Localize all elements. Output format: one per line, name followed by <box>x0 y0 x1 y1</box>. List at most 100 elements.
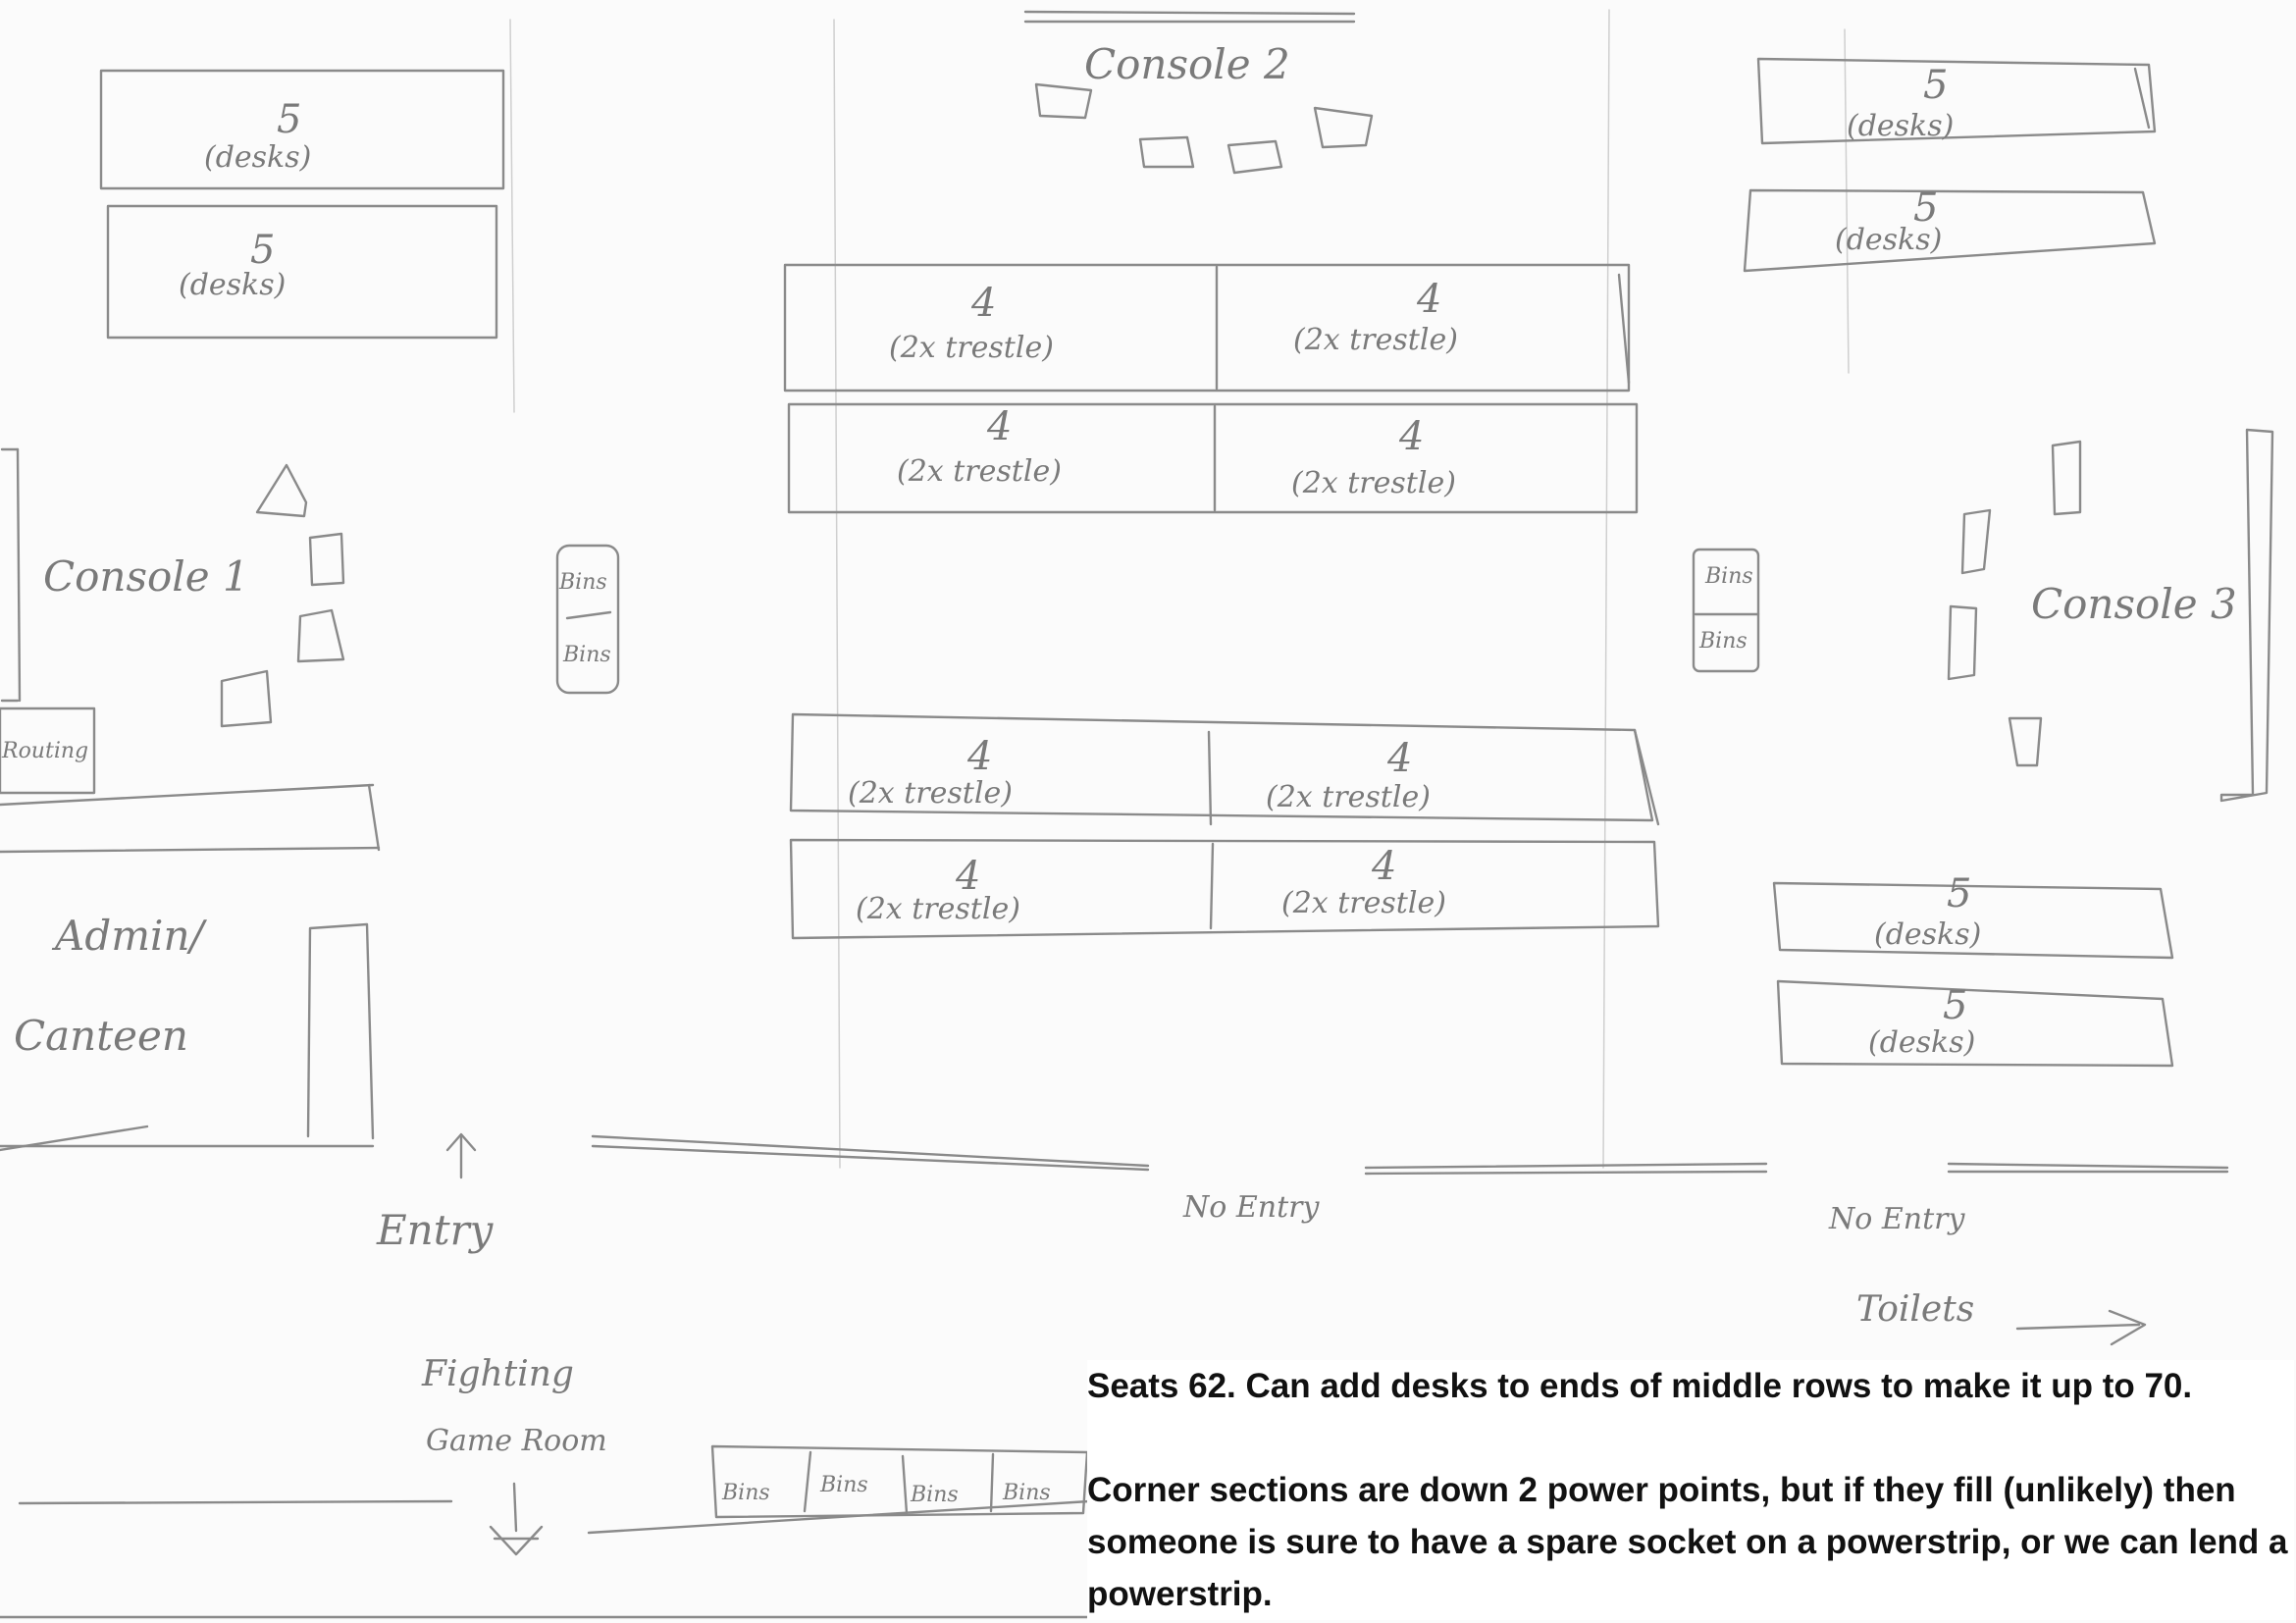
guide-line <box>509 19 515 413</box>
trestle-row <box>789 838 1660 940</box>
console-seat <box>255 463 308 518</box>
wall <box>0 846 381 854</box>
wall <box>1364 1162 1768 1170</box>
wall <box>2219 428 2274 803</box>
guide-line <box>1602 9 1610 1169</box>
svg-text:4: 4 <box>1398 414 1424 459</box>
svg-text:(2x trestle): (2x trestle) <box>1293 323 1458 357</box>
trestle-row <box>789 712 1654 822</box>
svg-text:Bins: Bins <box>562 643 611 667</box>
svg-text:Bins: Bins <box>721 1481 770 1505</box>
desk-block: 5 (desks) <box>106 204 498 340</box>
svg-text:(desks): (desks) <box>1874 917 1981 952</box>
console-seat <box>2051 440 2082 516</box>
console-seat <box>220 669 273 728</box>
trestle-block: 4 (2x trestle) <box>1291 414 1456 500</box>
svg-text:(desks): (desks) <box>1835 223 1942 257</box>
svg-text:(2x trestle): (2x trestle) <box>1266 780 1431 814</box>
trestle-row <box>787 402 1639 514</box>
admin-label: Admin/ <box>51 912 208 960</box>
svg-text:5: 5 <box>1947 871 1971 916</box>
wall <box>1947 1162 2229 1170</box>
trestle-row <box>783 263 1631 393</box>
desk-block: 5 (desks) <box>1772 871 2174 960</box>
svg-text:(2x trestle): (2x trestle) <box>1291 466 1456 500</box>
notes-panel: Seats 62. Can add desks to ends of middl… <box>1087 1360 2294 1620</box>
power-note: Corner sections are down 2 power points,… <box>1087 1471 2288 1613</box>
desk-block: 5 (desks) <box>1743 185 2157 273</box>
svg-text:(2x trestle): (2x trestle) <box>897 454 1062 489</box>
console-seat <box>2008 716 2043 767</box>
svg-text:5: 5 <box>277 97 301 142</box>
console-seat <box>1960 508 1992 575</box>
desk-block: 5 (desks) <box>1756 57 2157 145</box>
wall <box>16 447 22 703</box>
routing-label: Routing <box>1 739 88 763</box>
svg-text:Bins: Bins <box>1002 1481 1051 1505</box>
trestle-block: 4 (2x trestle) <box>848 734 1013 811</box>
no-entry-label: No Entry <box>1828 1202 1965 1236</box>
trestle-block: 4 (2x trestle) <box>856 854 1020 926</box>
console-1-label: Console 1 <box>43 552 249 601</box>
wall <box>0 783 375 807</box>
svg-text:4: 4 <box>986 404 1012 449</box>
desk-block: 5 (desks) <box>1776 979 2174 1068</box>
svg-text:Bins: Bins <box>910 1483 959 1507</box>
trestle-block: 4 (2x trestle) <box>1266 736 1431 814</box>
fighting-label: Fighting <box>421 1354 574 1394</box>
console-seat <box>1947 604 1978 681</box>
exit-arrow <box>512 1482 518 1533</box>
wall <box>591 1134 1150 1168</box>
routing-box <box>0 707 96 795</box>
bins-stack: Bins Bins <box>1692 548 1760 673</box>
svg-text:5: 5 <box>1943 983 1967 1028</box>
console-seat <box>1138 135 1195 169</box>
entry-arrow-head <box>445 1132 477 1152</box>
svg-text:Bins: Bins <box>1704 564 1753 589</box>
svg-text:(2x trestle): (2x trestle) <box>1281 886 1446 920</box>
wall <box>1023 10 1356 16</box>
canteen-label: Canteen <box>14 1012 188 1060</box>
guide-line <box>1844 28 1850 374</box>
guide-line <box>833 19 841 1169</box>
svg-text:(desks): (desks) <box>1847 109 1954 143</box>
svg-text:(desks): (desks) <box>1868 1025 1975 1060</box>
svg-text:4: 4 <box>955 854 980 899</box>
console-seat <box>296 608 345 663</box>
console-seat <box>308 532 345 587</box>
bins-stack: Bins Bins <box>555 544 620 695</box>
no-entry-label: No Entry <box>1182 1190 1320 1225</box>
toilets-label: Toilets <box>1856 1289 1974 1330</box>
svg-text:(2x trestle): (2x trestle) <box>856 892 1020 926</box>
svg-text:5: 5 <box>250 228 275 273</box>
svg-text:(desks): (desks) <box>204 140 311 175</box>
trestle-block: 4 (2x trestle) <box>1293 277 1458 357</box>
console-seat <box>1034 82 1093 120</box>
svg-text:Bins: Bins <box>819 1473 868 1497</box>
svg-text:Bins: Bins <box>558 570 607 595</box>
svg-text:4: 4 <box>1371 844 1396 889</box>
svg-text:5: 5 <box>1913 185 1938 231</box>
console-seat <box>1226 139 1283 175</box>
toilets-arrow <box>2015 1323 2141 1331</box>
seating-note: Seats 62. Can add desks to ends of middl… <box>1087 1367 2193 1405</box>
console-seat <box>1313 106 1374 149</box>
console-2-label: Console 2 <box>1084 40 1290 88</box>
svg-text:4: 4 <box>966 734 992 779</box>
console-3-label: Console 3 <box>2031 580 2237 628</box>
entry-label: Entry <box>376 1206 495 1254</box>
game-room-label: Game Room <box>426 1424 607 1458</box>
trestle-block: 4 (2x trestle) <box>897 404 1062 489</box>
trestle-block: 4 (2x trestle) <box>889 281 1054 365</box>
svg-text:5: 5 <box>1923 63 1948 108</box>
svg-text:4: 4 <box>1416 277 1441 322</box>
wall <box>587 1499 1091 1535</box>
desk-block: 5 (desks) <box>99 69 505 190</box>
svg-text:4: 4 <box>1386 736 1412 781</box>
toilets-arrow-head <box>2108 1309 2147 1346</box>
svg-text:(2x trestle): (2x trestle) <box>889 331 1054 365</box>
svg-text:(desks): (desks) <box>179 268 286 302</box>
svg-text:(2x trestle): (2x trestle) <box>848 776 1013 811</box>
trestle-block: 4 (2x trestle) <box>1281 844 1446 920</box>
